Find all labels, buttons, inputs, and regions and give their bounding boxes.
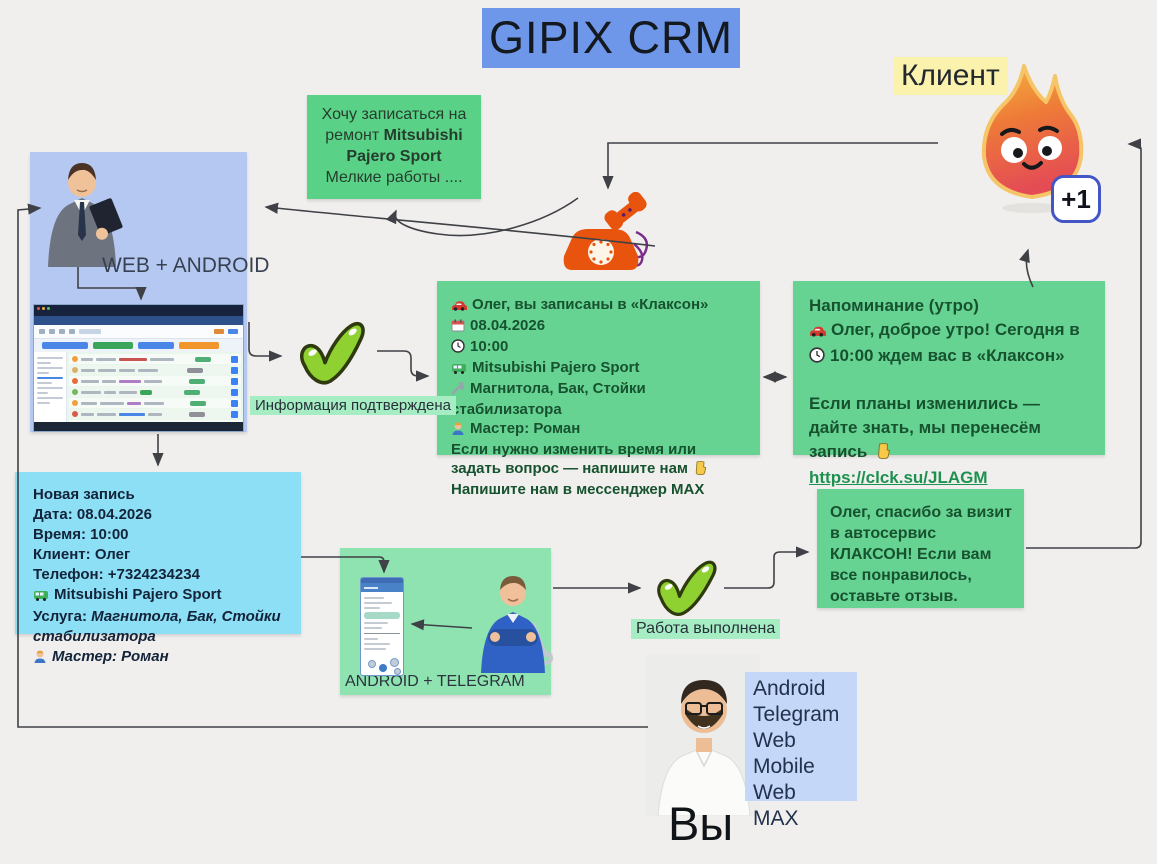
booking-footer: Если нужно изменить время или задать воп…	[451, 440, 748, 499]
customer-request-note: Хочу записаться на ремонт Mitsubishi Paj…	[307, 95, 481, 199]
crm-filter-buttons	[34, 339, 243, 352]
crm-taskbar	[34, 422, 243, 431]
pointing-hand-icon	[876, 442, 891, 466]
booking-line: Мастер: Роман	[451, 419, 748, 440]
mobile-app-screenshot	[360, 577, 404, 676]
confirm-status-label: Информация подтверждена	[250, 396, 457, 415]
channel-item: Android	[753, 677, 826, 700]
calendar-icon	[451, 318, 465, 337]
manager-photo	[48, 163, 123, 267]
reminder-message-note: Напоминание (утро) Олег, доброе утро! Се…	[793, 281, 1105, 487]
booking-line: Магнитола, Бак, Стойки стабилизатора	[451, 380, 646, 418]
channel-item: Web	[753, 729, 796, 752]
crm-screenshot	[33, 304, 244, 432]
clock-icon	[451, 339, 465, 358]
van-icon	[451, 360, 467, 379]
car-icon	[451, 297, 467, 316]
booking-line: Mitsubishi Pajero Sport	[451, 358, 748, 379]
clock-icon	[809, 346, 825, 370]
mechanic-photo	[481, 576, 553, 673]
table-row	[69, 409, 241, 419]
crm-platform-caption: WEB + ANDROID	[102, 254, 270, 277]
checkmark-icon	[657, 560, 717, 616]
channel-item: Telegram	[753, 703, 840, 726]
request-line: Мелкие работы ....	[325, 169, 463, 186]
record-line: Телефон: +7324234234	[33, 566, 200, 583]
request-line: Хочу записаться на	[321, 106, 467, 123]
record-line: Mitsubishi Pajero Sport	[33, 585, 301, 607]
reminder-title: Напоминание (утро)	[809, 296, 979, 315]
pointing-hand-icon	[694, 461, 707, 480]
van-icon	[33, 587, 49, 607]
mechanic-icon	[33, 649, 47, 669]
reminder-line: Олег, доброе утро! Сегодня в	[809, 318, 1093, 344]
car-icon	[809, 320, 826, 344]
booking-line: 10:00	[451, 337, 748, 358]
booking-line: Олег, вы записаны в «Клаксон»	[451, 295, 748, 316]
page-title: GIPIX CRM	[482, 8, 740, 68]
channel-item: MAX	[753, 807, 799, 830]
reminder-line: 10:00 ждем вас в «Клаксон»	[809, 344, 1093, 370]
table-row	[69, 398, 241, 408]
record-line: Мастер: Роман	[33, 647, 301, 669]
new-record-card: Новая запись Дата: 08.04.2026 Время: 10:…	[15, 472, 301, 665]
table-row	[69, 387, 241, 397]
record-title: Новая запись	[33, 486, 135, 503]
crm-toolbar	[34, 325, 243, 339]
table-row	[69, 365, 241, 375]
you-label: Вы	[668, 797, 734, 850]
table-row	[69, 354, 241, 364]
mechanic-icon	[451, 421, 465, 440]
crm-sidebar	[34, 352, 67, 422]
telephone-icon	[563, 192, 649, 270]
record-line: Услуга: Магнитола, Бак, Стойки стабилиза…	[33, 608, 281, 645]
table-row	[69, 376, 241, 386]
request-line: ремонт Mitsubishi	[325, 127, 463, 144]
crm-window-titlebar	[34, 305, 243, 316]
crm-table	[67, 352, 243, 422]
crm-menubar	[34, 316, 243, 325]
you-photo	[646, 654, 760, 816]
channel-item: Mobile Web	[753, 755, 815, 804]
record-line: Клиент: Олег	[33, 546, 131, 563]
channels-list: Android Telegram Web Mobile Web MAX	[745, 672, 857, 830]
reschedule-link[interactable]: https://clck.su/JLAGM	[809, 468, 988, 487]
client-label: Клиент	[893, 57, 1008, 95]
checkmark-icon	[299, 321, 365, 385]
booking-message-note: Олег, вы записаны в «Клаксон» 08.04.2026…	[437, 281, 760, 498]
plus-one-badge: +1	[1051, 175, 1101, 223]
spacer	[809, 370, 1093, 392]
reminder-reschedule: Если планы изменились — дайте знать, мы …	[809, 392, 1093, 466]
request-line: Pajero Sport	[346, 148, 442, 165]
thanks-message-note: Олег, спасибо за визит в автосервис КЛАК…	[817, 489, 1024, 608]
done-status-label: Работа выполнена	[631, 619, 781, 639]
record-line: Дата: 08.04.2026	[33, 506, 152, 523]
record-line: Время: 10:00	[33, 526, 129, 543]
booking-line: 08.04.2026	[451, 316, 748, 337]
